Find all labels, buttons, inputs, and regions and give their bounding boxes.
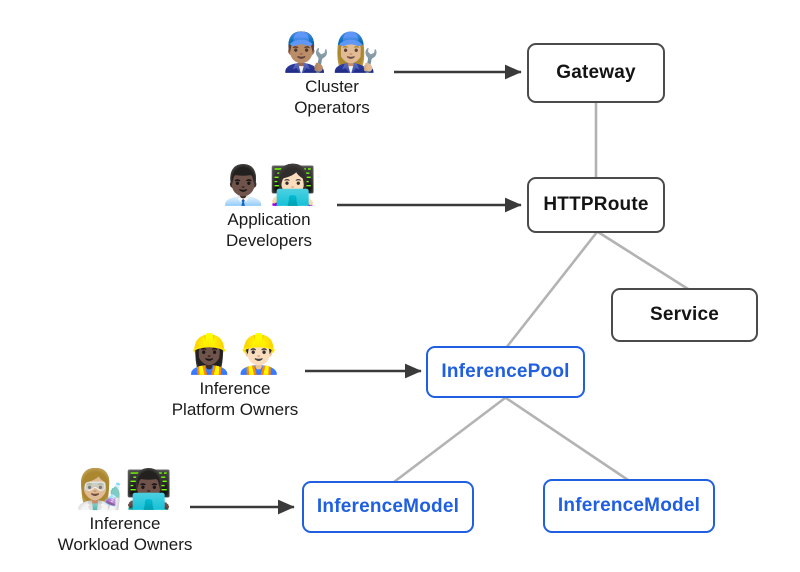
- persona-label-inference-workload-owners: Inference Workload Owners: [57, 514, 193, 554]
- persona-label-application-developers: Application Developers: [226, 210, 312, 250]
- node-label-inferencepool: InferencePool: [441, 361, 570, 382]
- persona-inference-workload-owners: 👩🏼‍🔬👨🏿‍💻 Inference Workload Owners: [20, 467, 230, 555]
- node-inferencemodel-left[interactable]: InferenceModel: [302, 481, 474, 533]
- persona-label-cluster-operators: Cluster Operators: [294, 77, 370, 117]
- connector-inferencepool-inferencemodel-left: [392, 396, 507, 484]
- node-gateway[interactable]: Gateway: [527, 43, 665, 103]
- persona-application-developers: 👨🏿‍💼👩🏻‍💻 Application Developers: [164, 163, 374, 251]
- connector-inferencepool-inferencemodel-right: [504, 396, 630, 482]
- node-label-service: Service: [649, 304, 719, 325]
- node-httproute[interactable]: HTTPRoute: [527, 177, 665, 233]
- node-label-httproute: HTTPRoute: [543, 194, 649, 215]
- node-label-gateway: Gateway: [556, 62, 636, 83]
- persona-emoji-pair-inference-workload-owners: 👩🏼‍🔬👨🏿‍💻: [75, 467, 175, 511]
- node-label-inferencemodel-left: InferenceModel: [316, 496, 460, 517]
- node-inferencemodel-right[interactable]: InferenceModel: [543, 479, 715, 533]
- connector-httproute-inferencepool: [504, 230, 599, 350]
- persona-inference-platform-owners: 👷🏿‍♀️👷🏻‍♂️ Inference Platform Owners: [130, 332, 340, 420]
- node-inferencepool[interactable]: InferencePool: [426, 346, 585, 398]
- persona-cluster-operators: 👨🏽‍🔧👩🏼‍🔧 Cluster Operators: [227, 30, 437, 118]
- node-label-inferencemodel-right: InferenceModel: [557, 495, 701, 516]
- connector-httproute-service: [596, 230, 690, 291]
- persona-label-inference-platform-owners: Inference Platform Owners: [171, 379, 299, 419]
- persona-emoji-pair-inference-platform-owners: 👷🏿‍♀️👷🏻‍♂️: [185, 332, 285, 376]
- persona-emoji-pair-application-developers: 👨🏿‍💼👩🏻‍💻: [219, 163, 319, 207]
- node-service[interactable]: Service: [611, 288, 758, 342]
- persona-emoji-pair-cluster-operators: 👨🏽‍🔧👩🏼‍🔧: [282, 30, 382, 74]
